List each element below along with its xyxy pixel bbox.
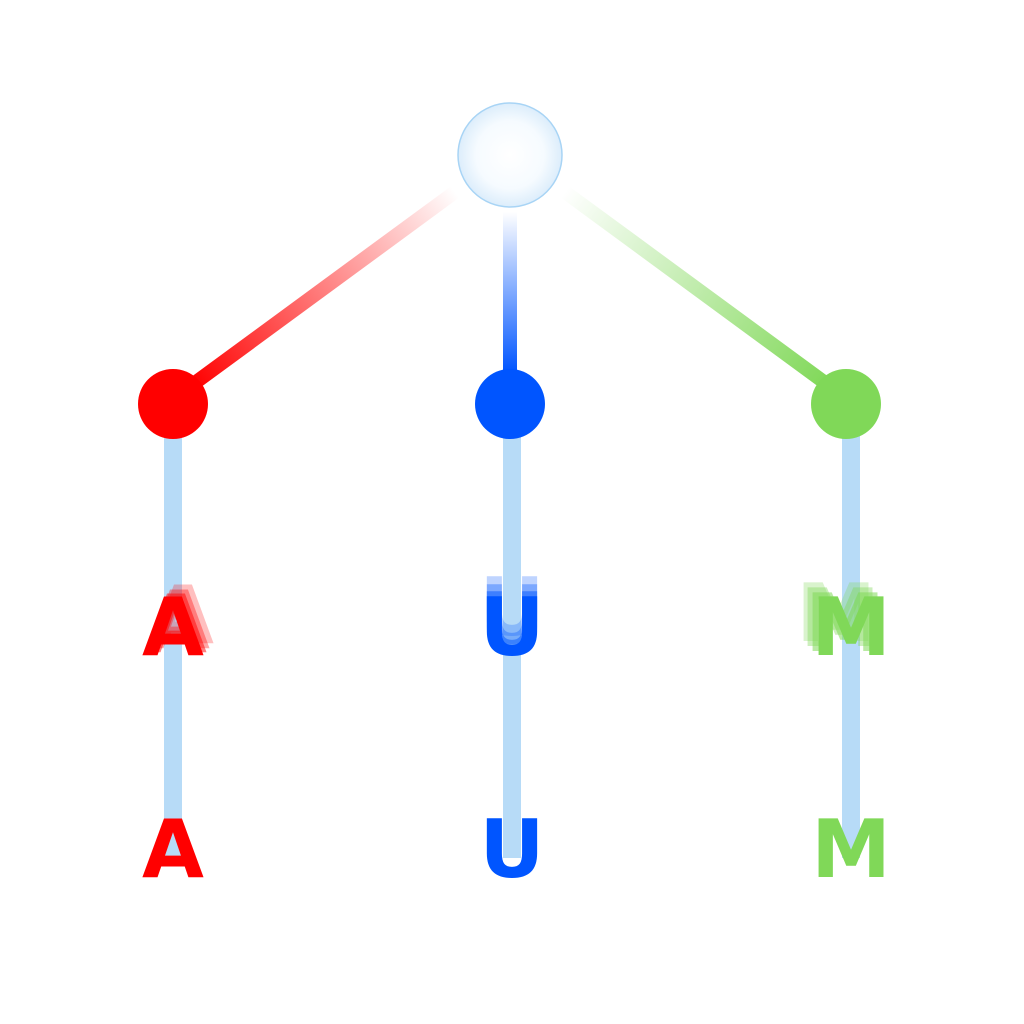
letter-ghost-green: M bbox=[800, 572, 880, 665]
letter-lower-green: M bbox=[811, 803, 891, 896]
letter-upper-blue: U bbox=[480, 581, 545, 674]
node-blue bbox=[475, 369, 545, 439]
letter-upper-green: M bbox=[811, 581, 891, 674]
node-red bbox=[138, 369, 208, 439]
letter-upper-blue-group: U U U U bbox=[480, 561, 545, 674]
letter-lower-red: A bbox=[142, 803, 204, 896]
letter-ghost-blue: U bbox=[480, 576, 545, 669]
letter-ghost-red: A bbox=[148, 574, 210, 667]
letter-ghost-green: M bbox=[805, 577, 885, 670]
letter-upper-green-group: M M M M bbox=[796, 567, 891, 674]
letter-ghost-red: A bbox=[145, 578, 207, 671]
letter-lower-blue: U bbox=[480, 803, 545, 896]
edge-root-red bbox=[185, 185, 462, 392]
letter-ghost-red: A bbox=[152, 569, 214, 662]
edge-root-green bbox=[558, 185, 835, 392]
letter-ghost-blue: U bbox=[480, 561, 545, 654]
letter-ghost-blue: U bbox=[480, 569, 545, 662]
letter-upper-red: A bbox=[142, 581, 204, 674]
letter-ghost-green: M bbox=[796, 567, 876, 660]
root-node bbox=[457, 102, 563, 208]
letter-upper-red-group: A A A A bbox=[142, 569, 214, 674]
node-green bbox=[811, 369, 881, 439]
